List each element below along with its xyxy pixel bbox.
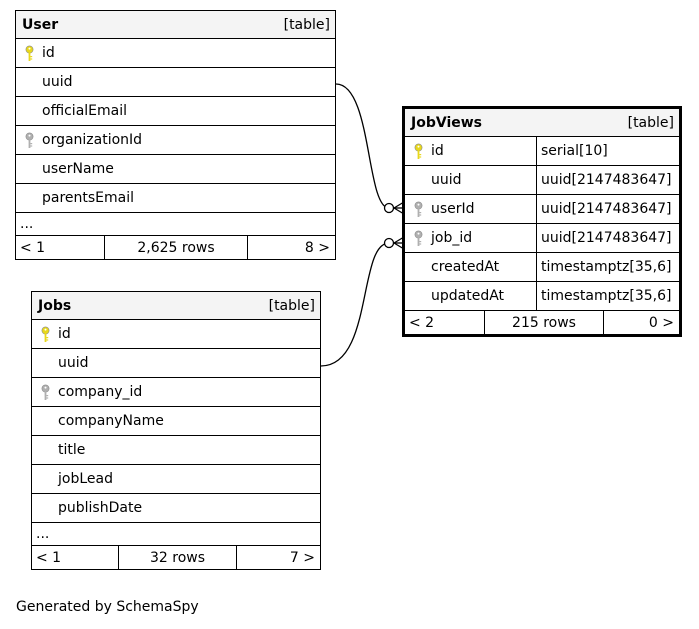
prev-link[interactable]: < 1 — [32, 546, 119, 569]
column-row[interactable]: companyName — [32, 407, 320, 436]
table-header: Jobs [table] — [32, 292, 320, 320]
primary-key-icon — [414, 143, 423, 160]
foreign-key-icon — [414, 201, 423, 218]
next-link[interactable]: 0 > — [648, 314, 674, 331]
crowfoot-userid — [383, 201, 405, 215]
column-name: id — [42, 45, 55, 61]
foreign-key-icon — [25, 132, 34, 149]
column-row[interactable]: job_id uuid[2147483647] — [405, 224, 679, 253]
table-name[interactable]: User — [22, 16, 59, 33]
prev-link[interactable]: < 1 — [16, 236, 105, 259]
table-jobviews[interactable]: JobViews [table] id serial[10] uuid uuid[21… — [402, 106, 682, 337]
table-footer: < 2 215 rows 0 > — [405, 311, 679, 334]
column-name: userId — [431, 201, 475, 217]
column-row[interactable]: jobLead — [32, 465, 320, 494]
more-columns: ... — [32, 523, 320, 546]
column-name: companyName — [58, 413, 164, 429]
prev-link[interactable]: < 2 — [405, 311, 485, 334]
more-columns: ... — [16, 213, 335, 236]
relationship-jobs-jobviews — [320, 242, 390, 367]
column-name: userName — [42, 161, 114, 177]
foreign-key-icon — [41, 384, 50, 401]
column-row[interactable]: title — [32, 436, 320, 465]
table-header: User [table] — [16, 11, 335, 39]
column-name: title — [58, 442, 86, 458]
column-row[interactable]: publishDate — [32, 494, 320, 523]
column-type: timestamptz[35,6] — [541, 259, 672, 275]
column-row[interactable]: organizationId — [16, 126, 335, 155]
column-row[interactable]: userId uuid[2147483647] — [405, 195, 679, 224]
table-user[interactable]: User [table] id uuid officialEmail organiza… — [15, 10, 336, 260]
table-footer: < 1 2,625 rows 8 > — [16, 236, 335, 259]
column-name: job_id — [431, 230, 473, 246]
column-name: uuid — [42, 74, 73, 90]
column-row[interactable]: createdAt timestamptz[35,6] — [405, 253, 679, 282]
column-name: parentsEmail — [42, 190, 135, 206]
column-type: uuid[2147483647] — [541, 172, 672, 188]
column-row[interactable]: uuid — [32, 349, 320, 378]
column-name: createdAt — [431, 259, 500, 275]
table-kind: [table] — [268, 297, 315, 314]
column-name: uuid — [431, 172, 462, 188]
table-header: JobViews [table] — [405, 109, 679, 137]
column-name: id — [431, 143, 444, 159]
table-name[interactable]: JobViews — [411, 114, 482, 131]
next-link[interactable]: 7 > — [289, 549, 315, 566]
column-row[interactable]: officialEmail — [16, 97, 335, 126]
column-name: id — [58, 326, 71, 342]
primary-key-icon — [25, 45, 34, 62]
column-row[interactable]: uuid — [16, 68, 335, 97]
foreign-key-icon — [414, 230, 423, 247]
row-count: 2,625 rows — [105, 236, 248, 259]
column-name: jobLead — [58, 471, 113, 487]
column-name: updatedAt — [431, 288, 505, 304]
table-kind: [table] — [627, 114, 674, 131]
relationship-user-jobviews — [335, 83, 390, 209]
table-kind: [table] — [283, 16, 330, 33]
column-row[interactable]: company_id — [32, 378, 320, 407]
column-row[interactable]: parentsEmail — [16, 184, 335, 213]
column-name: uuid — [58, 355, 89, 371]
column-name: company_id — [58, 384, 143, 400]
table-name[interactable]: Jobs — [38, 297, 72, 314]
column-row[interactable]: id serial[10] — [405, 137, 679, 166]
row-count: 32 rows — [119, 546, 237, 569]
column-type: uuid[2147483647] — [541, 201, 672, 217]
column-type: uuid[2147483647] — [541, 230, 672, 246]
column-row[interactable]: uuid uuid[2147483647] — [405, 166, 679, 195]
generated-by-credit: Generated by SchemaSpy — [16, 599, 199, 615]
column-type: serial[10] — [541, 143, 608, 159]
column-row[interactable]: id — [32, 320, 320, 349]
column-name: officialEmail — [42, 103, 127, 119]
column-row[interactable]: id — [16, 39, 335, 68]
column-name: publishDate — [58, 500, 143, 516]
table-footer: < 1 32 rows 7 > — [32, 546, 320, 569]
table-jobs[interactable]: Jobs [table] id uuid company_id companyName… — [31, 291, 321, 570]
next-link[interactable]: 8 > — [304, 239, 330, 256]
column-row[interactable]: updatedAt timestamptz[35,6] — [405, 282, 679, 311]
column-row[interactable]: userName — [16, 155, 335, 184]
row-count: 215 rows — [485, 311, 604, 334]
column-name: organizationId — [42, 132, 143, 148]
column-type: timestamptz[35,6] — [541, 288, 672, 304]
primary-key-icon — [41, 326, 50, 343]
